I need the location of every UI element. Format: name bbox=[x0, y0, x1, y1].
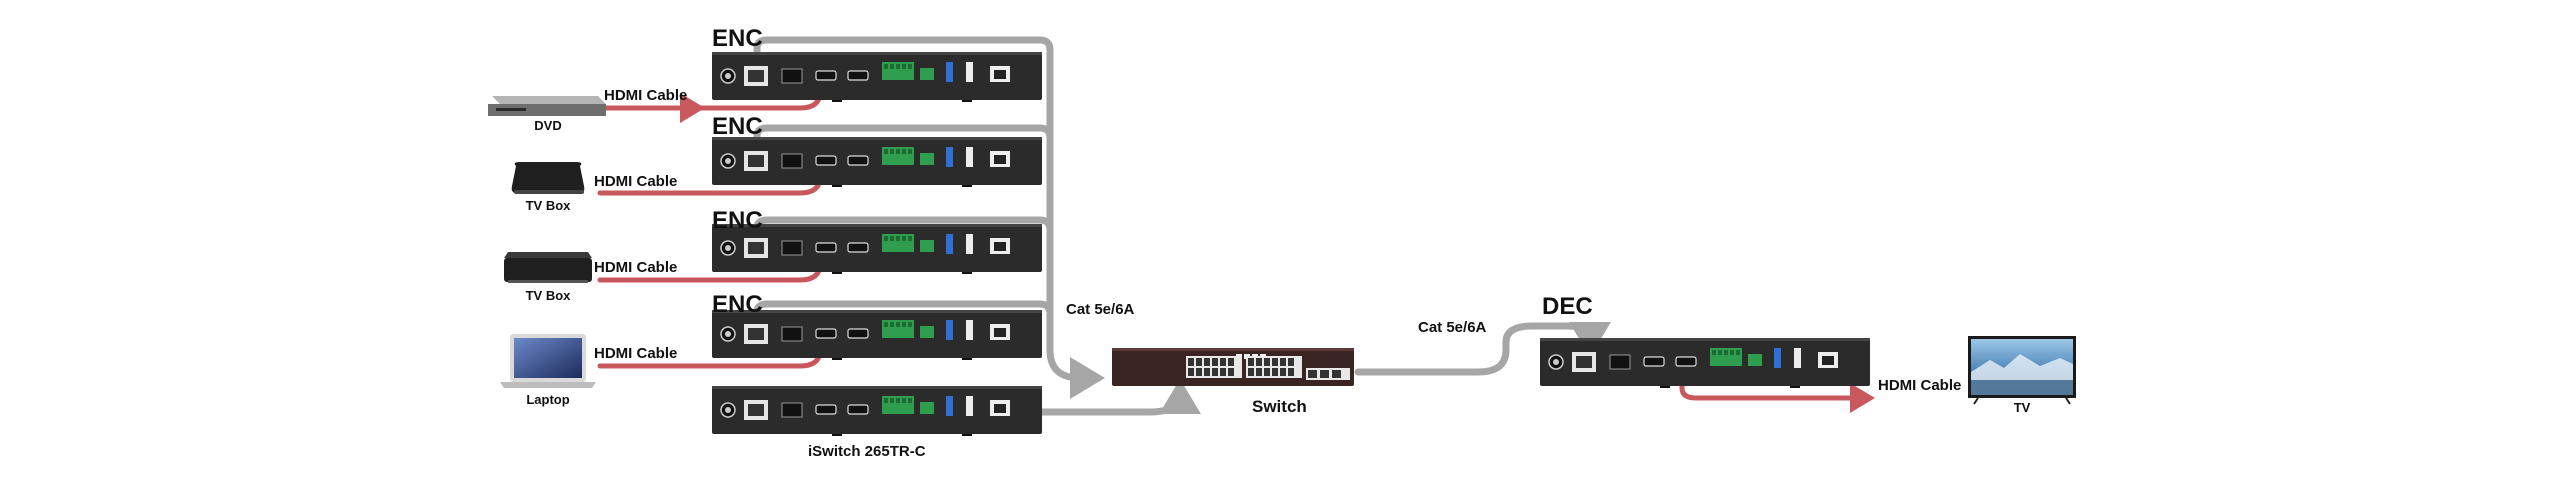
network-switch bbox=[1112, 348, 1354, 386]
laptop-icon bbox=[500, 334, 596, 388]
tv-icon bbox=[1968, 336, 2076, 405]
enc-label: ENC bbox=[712, 113, 763, 140]
hdmi-cable-tv bbox=[1679, 373, 1875, 413]
encoder-2 bbox=[712, 137, 1042, 187]
controller-device bbox=[712, 386, 1042, 436]
controller-label: iSwitch 265TR-C bbox=[808, 443, 926, 460]
cat-cable-controller bbox=[996, 379, 1201, 416]
switch-label: Switch bbox=[1252, 397, 1307, 416]
tv-box-icon bbox=[511, 162, 585, 194]
display-label: TV bbox=[2014, 400, 2031, 415]
enc-label: ENC bbox=[712, 25, 763, 52]
cable-label: HDMI Cable bbox=[604, 87, 687, 104]
source-label: TV Box bbox=[526, 198, 572, 213]
cat-cable-enc1 bbox=[753, 36, 1105, 399]
decoder-device bbox=[1540, 338, 1870, 388]
tv-box-icon bbox=[504, 252, 592, 283]
source-label: TV Box bbox=[526, 288, 572, 303]
cable-label: HDMI Cable bbox=[594, 345, 677, 362]
cable-label: HDMI Cable bbox=[594, 173, 677, 190]
enc-label: ENC bbox=[712, 291, 763, 318]
source-label: DVD bbox=[534, 118, 561, 133]
source-label: Laptop bbox=[526, 392, 569, 407]
cable-label: HDMI Cable bbox=[594, 259, 677, 276]
dvd-player-icon bbox=[488, 96, 606, 116]
enc-label: ENC bbox=[712, 207, 763, 234]
cat-cable-enc4 bbox=[753, 300, 1054, 332]
cat-label: Cat 5e/6A bbox=[1418, 319, 1487, 336]
cat-cable-switch-to-dec bbox=[1354, 322, 1611, 376]
cable-label: HDMI Cable bbox=[1878, 377, 1961, 394]
cat-cable-enc2 bbox=[753, 124, 1054, 156]
encoder-1 bbox=[712, 52, 1042, 102]
dec-label: DEC bbox=[1542, 293, 1593, 320]
cat-label: Cat 5e/6A bbox=[1066, 301, 1135, 318]
